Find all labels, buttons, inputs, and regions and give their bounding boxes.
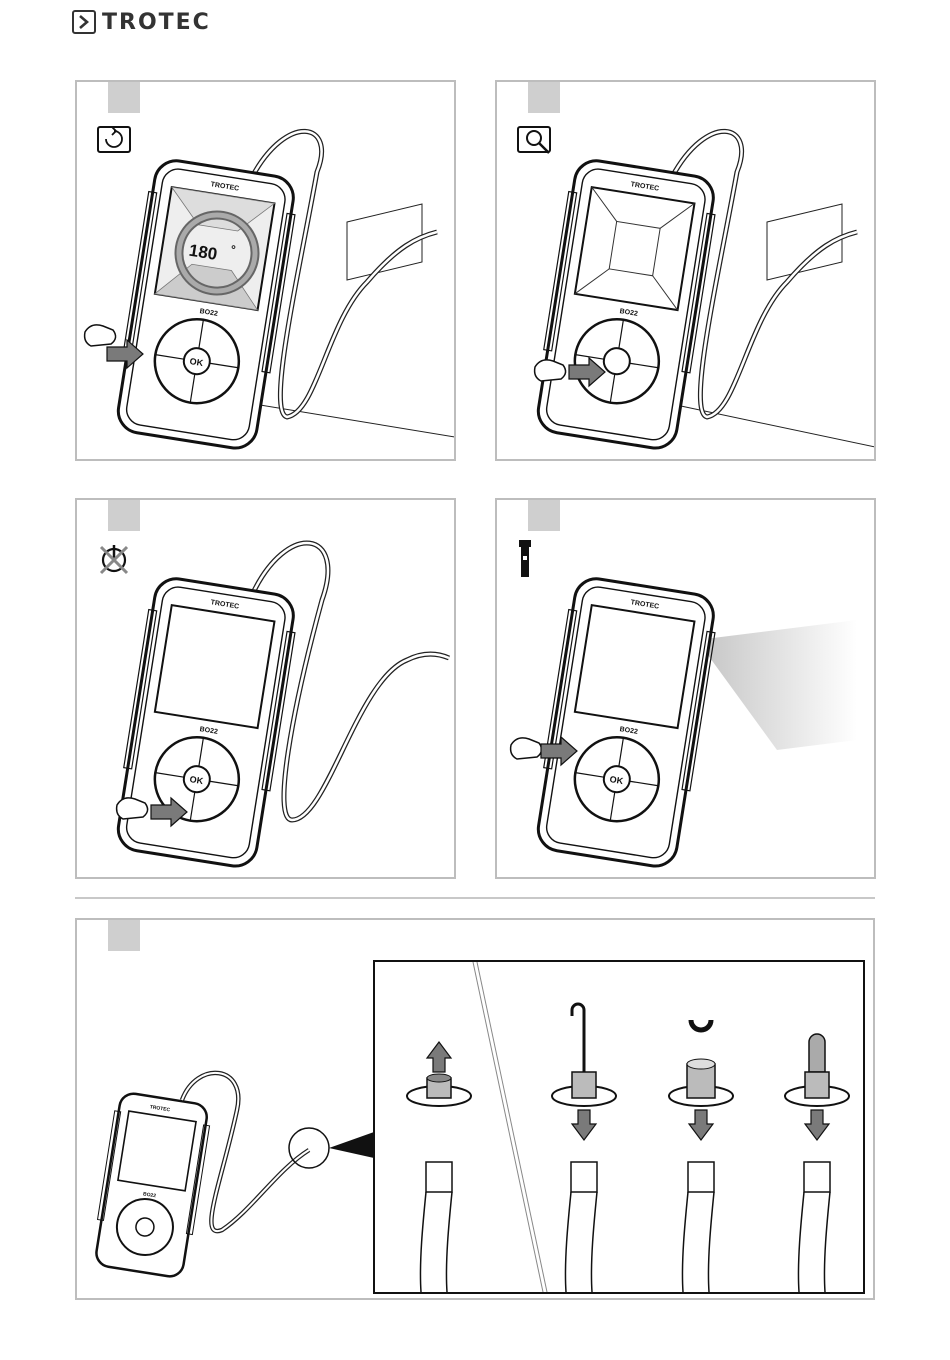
zoom-icon (518, 127, 550, 153)
zoom-pointer (329, 1132, 374, 1158)
attachment-detail-inset (373, 960, 865, 1294)
panel-attachments: TROTEC BO22 (75, 918, 875, 1300)
rotate-illustration: 180 ° TROTEC BO22 OK (77, 82, 456, 461)
attachment-magnet (669, 1020, 733, 1292)
zoom-illustration: TROTEC BO22 (497, 82, 876, 461)
power-off-illustration: TROTEC BO22 OK (77, 500, 456, 879)
attachment-mirror (785, 1034, 849, 1292)
brand-name: TROTEC (102, 10, 211, 35)
flashlight-icon (519, 540, 531, 577)
panel-zoom: TROTEC BO22 (495, 80, 876, 461)
panel-power-off: TROTEC BO22 OK (75, 498, 456, 879)
light-beam (697, 620, 857, 750)
flashlight-illustration: TROTEC BO22 OK (497, 500, 876, 879)
hand-icon (511, 738, 542, 759)
trotec-logo: TROTEC (72, 9, 211, 35)
panel-rotate-display: 180 ° TROTEC BO22 OK (75, 80, 456, 461)
logo-chevron-icon (72, 10, 96, 34)
power-off-icon (101, 545, 127, 573)
section-divider (75, 897, 875, 899)
attachment-hook (552, 1004, 616, 1292)
panel-flashlight: TROTEC BO22 OK (495, 498, 876, 879)
attachments-detail (375, 962, 863, 1292)
rotate-display-icon (98, 127, 130, 152)
hand-icon (85, 325, 116, 346)
zoom-circle (289, 1128, 329, 1168)
attachment-remove-tip (407, 1042, 471, 1292)
